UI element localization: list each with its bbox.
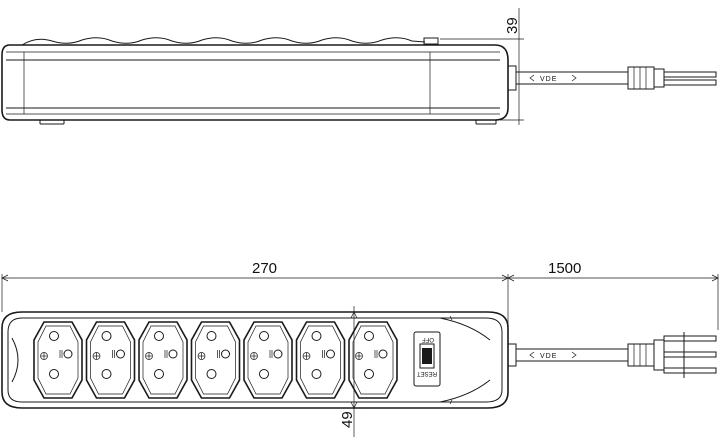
outlet-pin-hole — [311, 369, 322, 379]
outlet-pin-hole — [364, 369, 374, 379]
dim-front-height: 49 — [339, 411, 356, 428]
outlet-row — [33, 321, 398, 399]
outlet-pin-hole — [101, 331, 112, 341]
outlet — [138, 321, 188, 399]
side-view-plug — [627, 66, 717, 90]
outlet-pin-hole — [206, 369, 217, 379]
outlet-pin-hole — [49, 331, 59, 341]
switch-label-reset: RESET — [417, 370, 437, 376]
side-view-socket-ridges — [21, 37, 426, 46]
outlet — [33, 321, 83, 399]
front-view-body — [1, 311, 509, 409]
side-view-switch — [423, 37, 439, 45]
outlet-pin-hole — [364, 331, 374, 341]
outlet-pin-hole — [206, 331, 217, 341]
outlet — [190, 321, 241, 399]
dim-cable-length: 1500 — [548, 260, 581, 277]
outlet-pin-hole — [326, 349, 335, 359]
outlet-pin-hole — [101, 369, 112, 379]
outlet-pin-hole — [378, 349, 388, 359]
outlet-pin-hole — [154, 331, 164, 341]
front-view-strain-relief — [507, 343, 517, 367]
outlet-pin-hole — [116, 349, 125, 359]
switch-label-off: OFF — [422, 336, 434, 342]
dim-side-height: 39 — [504, 17, 521, 34]
outlet-pin-hole — [259, 331, 269, 341]
outlet-pin-hole — [259, 369, 269, 379]
dim-length: 270 — [252, 260, 277, 277]
outlet-pin-hole — [49, 369, 59, 379]
cable-marking-top: VDE — [540, 76, 557, 83]
cable-marking-bottom: VDE — [540, 353, 557, 360]
front-view: 270 1500 OFF RESET 49 — [1, 260, 719, 437]
outlet-pin-hole — [273, 349, 283, 359]
side-view-strain-relief — [507, 65, 517, 91]
outlet — [85, 321, 136, 399]
outlet-pin-hole — [221, 349, 230, 359]
outlet — [348, 321, 398, 399]
side-view-body — [1, 44, 509, 121]
outlet — [243, 321, 293, 399]
outlet-pin-hole — [154, 369, 164, 379]
power-switch[interactable]: OFF RESET — [413, 331, 441, 387]
outlet-pin-hole — [311, 331, 322, 341]
outlet — [295, 321, 346, 399]
front-view-plug — [627, 332, 717, 378]
outlet-pin-hole — [168, 349, 178, 359]
side-view: VDE 39 — [1, 8, 717, 125]
outlet-pin-hole — [63, 349, 73, 359]
